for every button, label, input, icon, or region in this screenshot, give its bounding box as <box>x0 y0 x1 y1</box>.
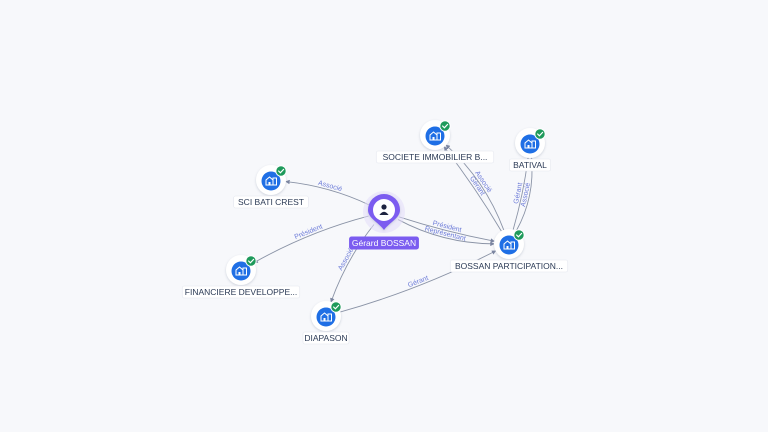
company-node-sci[interactable]: SCI BATI CREST <box>233 165 309 209</box>
building-icon <box>261 171 281 191</box>
check-badge-icon <box>330 301 342 313</box>
edge-label: Gérant <box>407 275 430 289</box>
building-icon <box>520 134 540 154</box>
company-node-bat[interactable]: BATIVAL <box>509 128 551 172</box>
company-node-label: FINANCIERE DEVELOPPE... <box>181 285 301 299</box>
check-badge-icon <box>275 165 287 177</box>
nodes-layer: SCI BATI CREST FINANCIERE DEVELOPPE... DIA… <box>181 120 569 345</box>
check-badge-icon <box>439 120 451 132</box>
company-node-fin[interactable]: FINANCIERE DEVELOPPE... <box>181 255 301 299</box>
building-icon <box>316 307 336 327</box>
building-icon <box>231 261 251 281</box>
edge-line <box>399 216 496 243</box>
company-node-label: BOSSAN PARTICIPATION... <box>449 259 569 273</box>
building-icon <box>499 235 519 255</box>
edge-line <box>330 224 375 303</box>
check-badge-icon <box>534 128 546 140</box>
edge-label: Associé <box>317 180 343 193</box>
edge-line <box>253 215 369 264</box>
edge-label: Associé <box>337 247 355 272</box>
node-label-text: FINANCIERE DEVELOPPE... <box>185 287 297 297</box>
node-label-text: BOSSAN PARTICIPATION... <box>455 261 563 271</box>
building-icon <box>425 126 445 146</box>
check-badge-icon <box>245 255 257 267</box>
node-label-text: SOCIETE IMMOBILIER B... <box>383 152 488 162</box>
edge-line <box>340 250 497 313</box>
company-node-label: DIAPASON <box>302 331 350 345</box>
edge-label: Gérant <box>513 182 524 204</box>
company-node-label: SOCIETE IMMOBILIER B... <box>375 150 495 164</box>
node-label-text: DIAPASON <box>304 333 347 343</box>
person-label-text: Gérard BOSSAN <box>352 238 416 248</box>
edge-label: Associé <box>520 182 532 208</box>
check-badge-icon <box>513 229 525 241</box>
company-node-label: BATIVAL <box>509 158 551 172</box>
edge-line <box>397 219 495 247</box>
company-node-bos[interactable]: BOSSAN PARTICIPATION... <box>449 229 569 273</box>
node-label-text: BATIVAL <box>513 160 547 170</box>
company-node-dia[interactable]: DIAPASON <box>302 301 350 345</box>
person-node[interactable]: Gérard BOSSAN <box>349 191 419 250</box>
company-node-label: SCI BATI CREST <box>233 195 309 209</box>
person-pin-icon <box>368 194 400 230</box>
node-label-text: SCI BATI CREST <box>238 197 304 207</box>
company-node-soc[interactable]: SOCIETE IMMOBILIER B... <box>375 120 495 164</box>
edge-line <box>285 179 370 206</box>
person-node-label: Gérard BOSSAN <box>349 236 419 250</box>
